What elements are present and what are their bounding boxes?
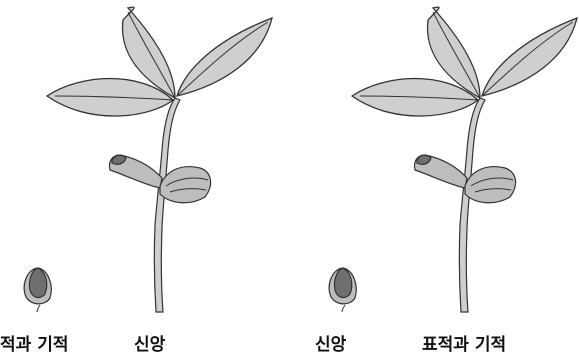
right-seed-illustration (328, 267, 357, 313)
left-seed-illustration (23, 267, 52, 313)
label-left-faith: 신앙 (134, 335, 166, 355)
right-seedling-illustration (351, 6, 578, 313)
label-left-signs-wonders: 적과 기적 (0, 335, 69, 355)
label-right-faith: 신앙 (315, 335, 347, 355)
label-right-signs-wonders: 표적과 기적 (422, 335, 507, 355)
left-seedling-illustration (46, 6, 273, 313)
